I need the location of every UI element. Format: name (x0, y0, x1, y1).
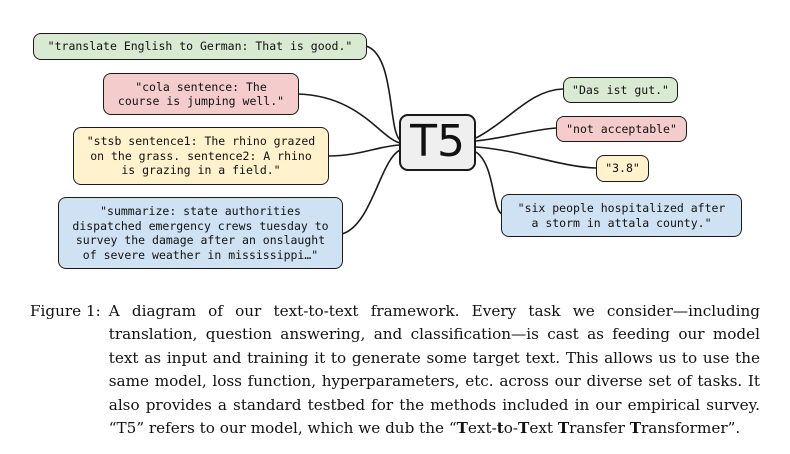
caption-bold-T: T (557, 419, 570, 438)
connector-das-ist-gut (475, 88, 564, 139)
caption-text: A diagram of our text-to-text framework.… (109, 300, 760, 440)
input-cola: "cola sentence: The course is jumping we… (103, 73, 299, 115)
output-six-people: "six people hospitalized after a storm i… (501, 194, 742, 237)
caption-label: Figure 1: (30, 302, 101, 320)
output-not-acceptable: "not acceptable" (556, 116, 687, 142)
caption-name-part: ransfer (569, 419, 630, 438)
connector-3-8 (475, 146, 597, 169)
caption-body: A diagram of our text-to-text framework.… (108, 302, 760, 438)
caption-bold-T: T (629, 419, 642, 438)
input-stsb: "stsb sentence1: The rhino grazed on the… (73, 127, 329, 185)
caption-bold-T: T (456, 419, 468, 438)
caption-bold-T: T (518, 419, 530, 438)
caption-name-part: o- (503, 419, 519, 438)
connector-not-acceptable (475, 127, 557, 142)
t5-model-box: T5 (399, 114, 476, 171)
input-summarize: "summarize: state authorities dispatched… (58, 197, 343, 269)
caption-name-part: ransformer (641, 419, 728, 438)
connector-translate (365, 45, 401, 141)
input-translate: "translate English to German: That is go… (33, 33, 367, 60)
output-3-8: "3.8" (596, 155, 649, 182)
output-das-ist-gut: "Das ist gut." (563, 77, 678, 103)
connector-summarize (341, 149, 401, 235)
connector-six-people (475, 151, 503, 215)
diagram-connectors (297, 45, 597, 235)
connector-stsb (327, 144, 401, 157)
caption-end: ”. (727, 419, 741, 438)
figure-caption: Figure 1: A diagram of our text-to-text … (30, 300, 760, 440)
caption-bold-t: t (496, 419, 504, 438)
caption-name-part: ext (529, 419, 558, 438)
caption-name-part: ext- (467, 419, 497, 438)
connector-cola (297, 93, 401, 144)
